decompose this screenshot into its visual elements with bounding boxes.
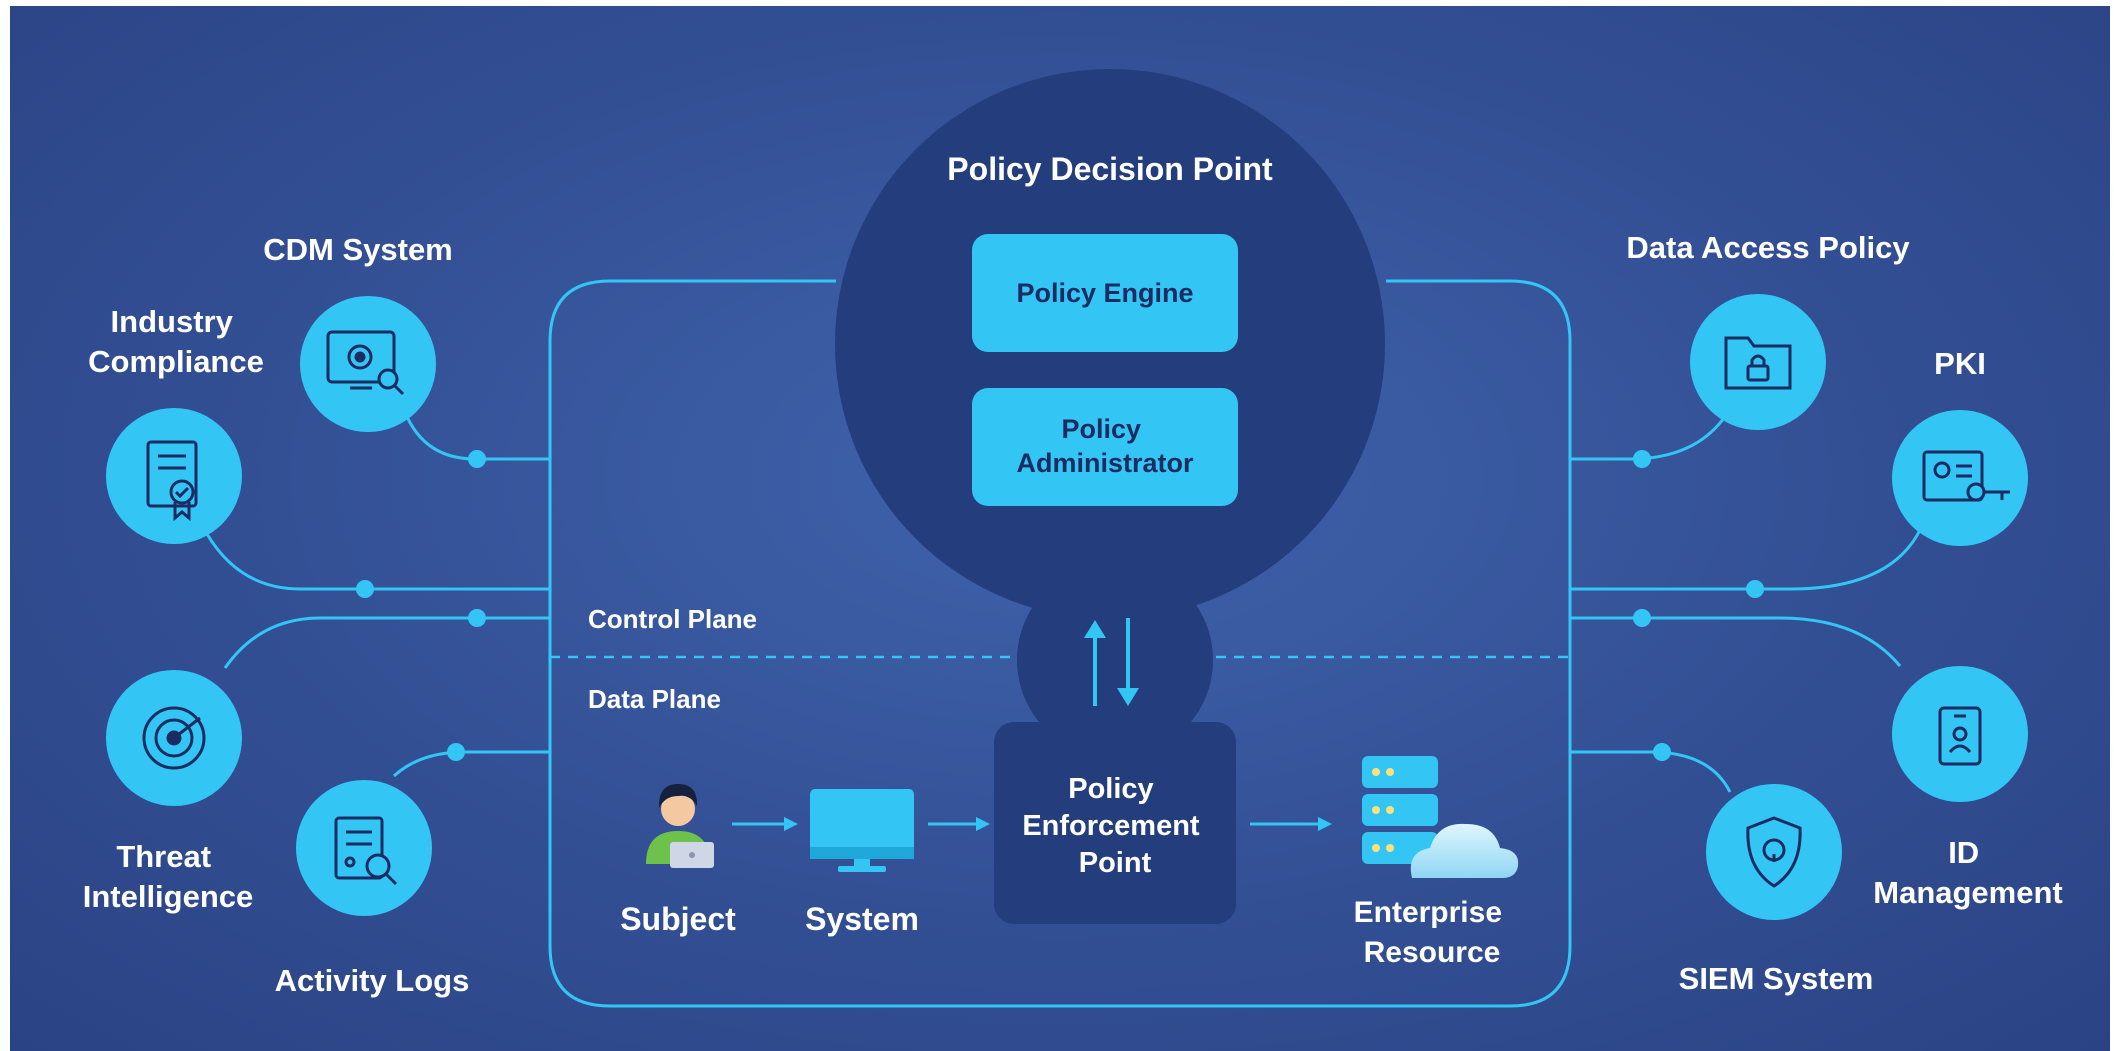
data-flow-arrows xyxy=(732,817,1332,831)
user-laptop-icon xyxy=(646,784,714,868)
threat-intelligence-node[interactable] xyxy=(106,670,242,806)
id-badge-icon xyxy=(1938,706,1982,766)
industry-compliance-label: Industry Compliance xyxy=(88,304,264,379)
enterprise-resource-label: Enterprise Resource xyxy=(1354,896,1511,969)
system-label: System xyxy=(805,901,919,937)
cdm-system-node[interactable] xyxy=(300,296,436,432)
policy-engine-label: Policy Engine xyxy=(1016,278,1193,308)
siem-system-label: SIEM System xyxy=(1679,961,1874,996)
radar-icon xyxy=(142,706,206,770)
activity-logs-label: Activity Logs xyxy=(275,963,470,998)
bidirectional-arrows-icon xyxy=(1084,618,1139,706)
monitor-search-icon xyxy=(326,330,405,396)
diagram-canvas: Policy Decision Point Policy Engine Poli… xyxy=(83,69,2063,1008)
left-connectors xyxy=(205,403,550,778)
desktop-monitor-icon xyxy=(810,789,914,872)
policy-enforcement-point-box[interactable] xyxy=(994,722,1236,924)
flow-circle xyxy=(1017,562,1213,758)
connector-activity xyxy=(392,750,550,778)
threat-intelligence-label: Threat Intelligence xyxy=(83,839,254,914)
locked-folder-icon xyxy=(1724,336,1792,390)
siem-system-node[interactable] xyxy=(1706,784,1842,920)
policy-engine-box[interactable] xyxy=(972,234,1238,352)
industry-compliance-node[interactable] xyxy=(106,408,242,544)
policy-decision-point-title: Policy Decision Point xyxy=(947,151,1273,187)
policy-administrator-label: Policy Administrator xyxy=(1016,414,1194,478)
right-connectors xyxy=(1570,408,1922,793)
certificate-key-icon xyxy=(1922,450,2010,502)
data-access-policy-node[interactable] xyxy=(1690,294,1826,430)
cdm-system-label: CDM System xyxy=(263,232,453,267)
policy-enforcement-point-label: Policy Enforcement Point xyxy=(1022,773,1207,879)
connector-idm xyxy=(1570,616,1902,667)
data-access-policy-label: Data Access Policy xyxy=(1626,230,1910,265)
activity-logs-node[interactable] xyxy=(296,780,432,916)
connector-pki xyxy=(1570,529,1922,591)
server-cloud-icon xyxy=(1362,756,1519,878)
pki-label: PKI xyxy=(1934,346,1986,381)
policy-administrator-box[interactable] xyxy=(972,388,1238,506)
connector-threat xyxy=(223,616,550,669)
control-plane-label: Control Plane xyxy=(588,604,757,634)
document-search-icon xyxy=(334,816,398,886)
pki-node[interactable] xyxy=(1892,410,2028,546)
zero-trust-diagram: Policy Decision Point Policy Engine Poli… xyxy=(10,6,2110,1051)
right-connector-dots xyxy=(1633,450,1764,761)
subject-label: Subject xyxy=(620,901,736,937)
left-connector-dots xyxy=(356,450,486,761)
connector-siem xyxy=(1570,750,1732,793)
connector-compliance xyxy=(205,533,550,591)
connector-data-access xyxy=(1570,408,1732,461)
id-management-label: ID Management xyxy=(1873,835,2062,910)
data-plane-label: Data Plane xyxy=(588,684,721,714)
certificate-icon xyxy=(146,440,198,522)
id-management-node[interactable] xyxy=(1892,666,2028,802)
system-frame xyxy=(548,279,1572,1008)
shield-lock-icon xyxy=(1746,816,1802,888)
